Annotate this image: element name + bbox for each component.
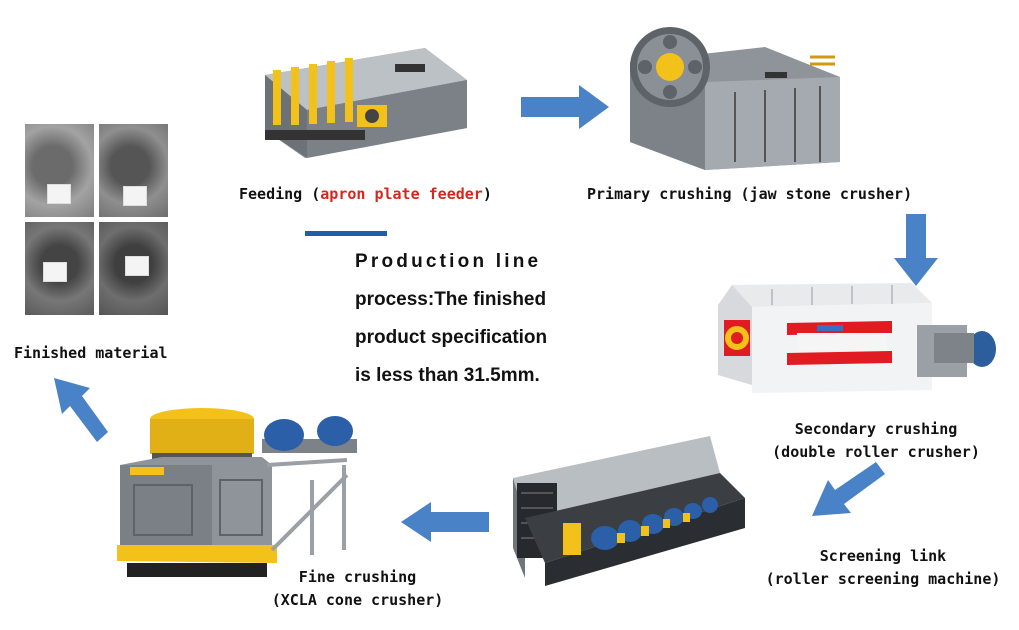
- feeding-machine-name: apron plate feeder: [320, 185, 483, 203]
- arrow-left-icon: [401, 502, 489, 542]
- description-line-2: process:The finished: [355, 289, 547, 310]
- description-line-4: is less than 31.5mm.: [355, 365, 540, 386]
- secondary-crushing-machine: (double roller crusher): [772, 443, 980, 461]
- title-divider: [305, 231, 387, 236]
- finished-material-photo-3: [25, 222, 94, 315]
- finished-material-photos: [25, 124, 170, 315]
- primary-crushing-label: Primary crushing (jaw stone crusher): [587, 185, 913, 203]
- fine-crushing-title: Fine crushing: [298, 568, 417, 586]
- screening-link-machine: (roller screening machine): [765, 570, 1001, 588]
- sample-tag: [125, 256, 149, 276]
- arrow-right-icon: [521, 85, 609, 129]
- secondary-crushing-label: Secondary crushing (double roller crushe…: [760, 418, 992, 464]
- finished-material-photo-1: [25, 124, 94, 217]
- fine-crushing-machine: (XCLA cone crusher): [271, 591, 444, 609]
- roller-screening-machine-image: [513, 436, 745, 586]
- screening-link-title: Screening link: [819, 547, 947, 565]
- finished-material-photo-4: [99, 222, 168, 315]
- feeding-prefix: Feeding (: [239, 185, 321, 203]
- sample-tag: [47, 184, 71, 204]
- arrow-up-left-icon: [54, 378, 108, 442]
- finished-material-label: Finished material: [14, 344, 168, 362]
- screening-link-label: Screening link (roller screening machine…: [758, 545, 1008, 591]
- sample-tag: [43, 262, 67, 282]
- finished-material-photo-2: [99, 124, 168, 217]
- arrow-down-icon: [894, 214, 938, 286]
- double-roller-crusher-image: [718, 283, 996, 393]
- process-description: Production line process:The finished pro…: [355, 243, 547, 395]
- description-line-3: product specification: [355, 327, 548, 348]
- arrow-down-left-icon: [812, 462, 885, 516]
- description-line-1: Production line: [355, 251, 542, 272]
- jaw-crusher-image: [630, 27, 840, 170]
- sample-tag: [123, 186, 147, 206]
- cone-crusher-image: [117, 408, 357, 577]
- fine-crushing-label: Fine crushing (XCLA cone crusher): [240, 566, 475, 612]
- apron-plate-feeder-image: [265, 48, 467, 158]
- feeding-label: Feeding (apron plate feeder): [239, 185, 492, 203]
- feeding-suffix: ): [482, 185, 492, 203]
- secondary-crushing-title: Secondary crushing: [794, 420, 958, 438]
